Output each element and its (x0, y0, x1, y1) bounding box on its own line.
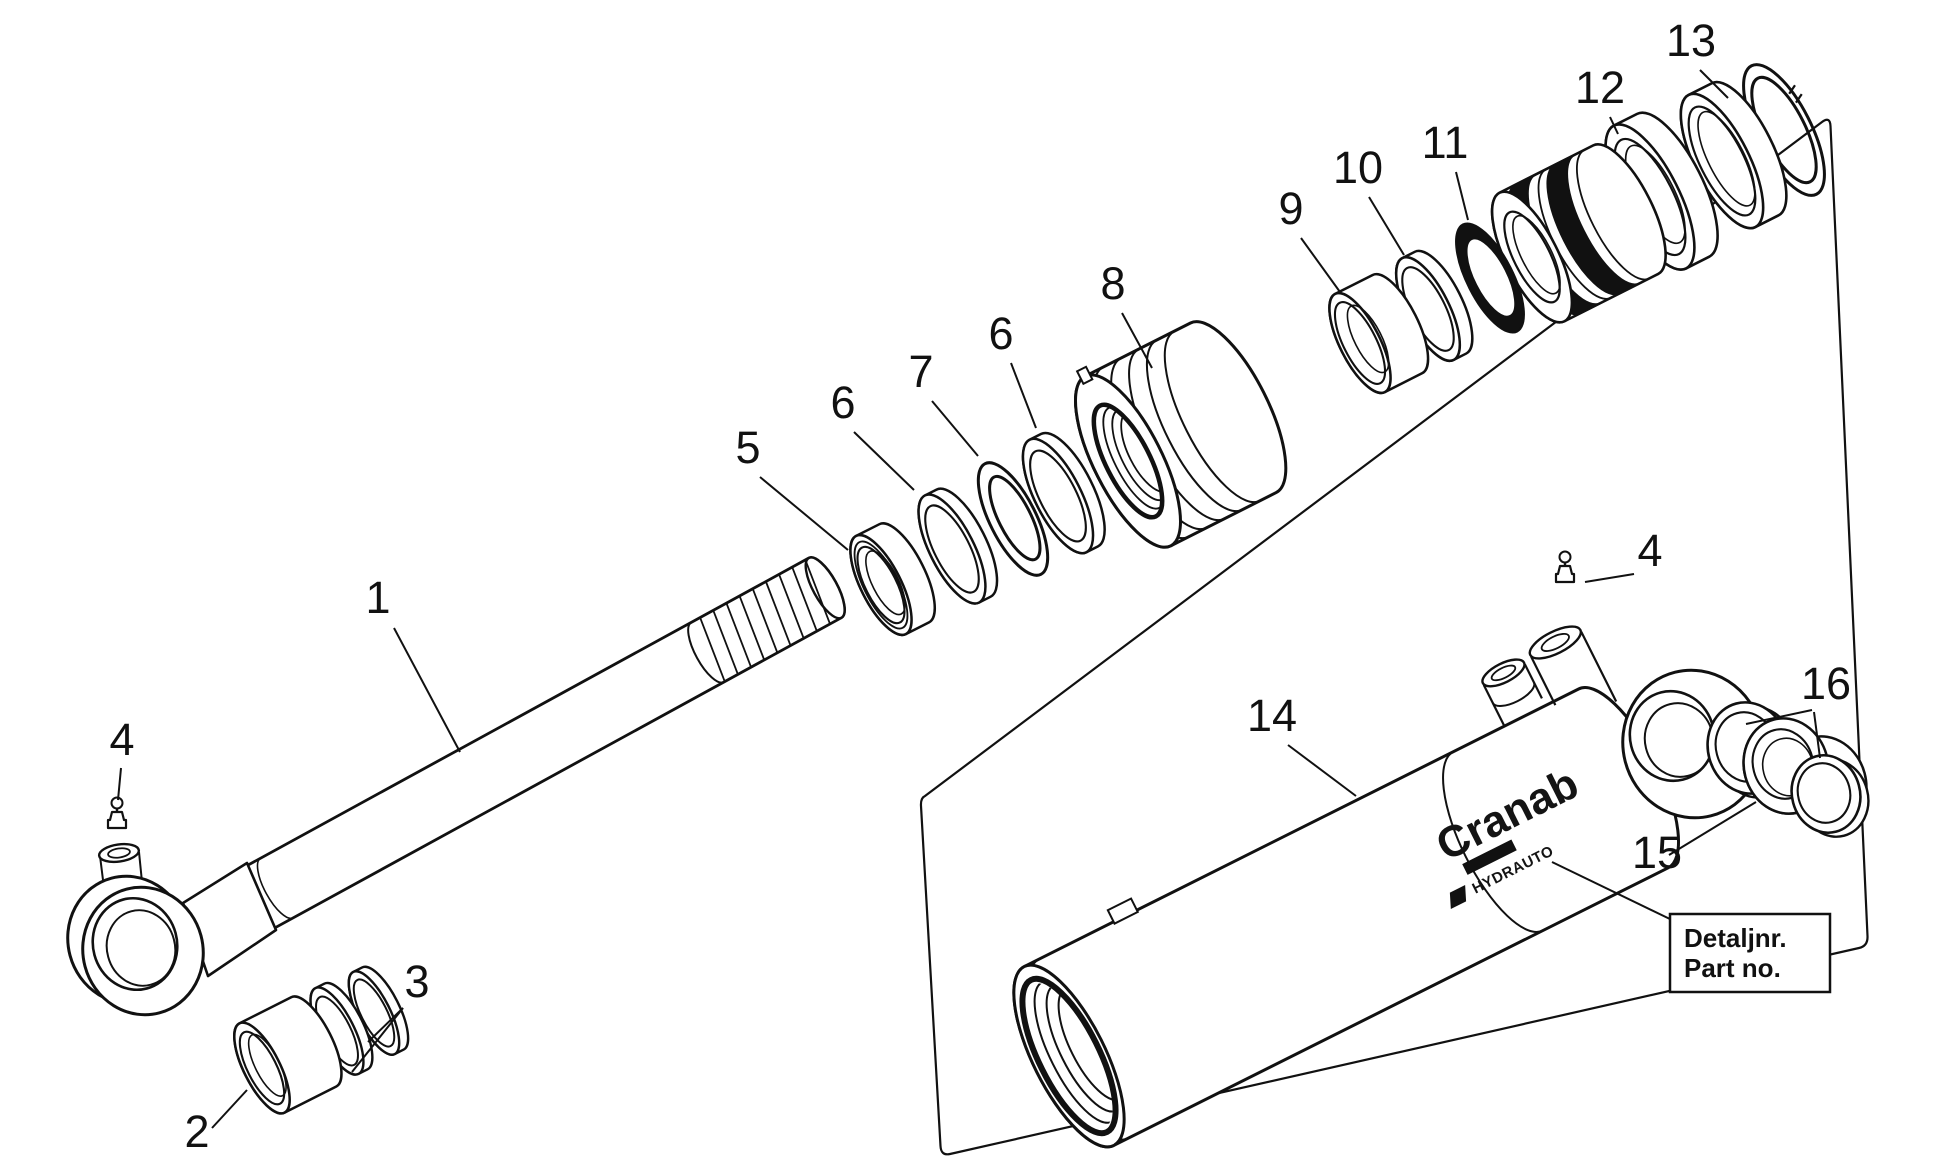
part-10-ring (1394, 249, 1474, 363)
callout-13-label: 13 (1666, 15, 1716, 66)
callout-15-label: 15 (1632, 827, 1682, 878)
leader-line-4-left (117, 767, 122, 801)
leader-line-16a (1745, 709, 1813, 725)
piston-seal-stack (1490, 143, 1667, 324)
callout-7-label: 7 (908, 346, 933, 397)
rod-thread-lines (699, 560, 831, 682)
body-tab (1106, 897, 1140, 925)
part-7-o-ring (976, 461, 1050, 577)
callout-5-label: 5 (735, 422, 760, 473)
part-6-first-ring (917, 487, 999, 605)
callout-2-label: 2 (184, 1106, 209, 1157)
leader-line-1 (393, 627, 461, 753)
leader-line-12 (1609, 116, 1619, 135)
callout-6-first-label: 6 (830, 377, 855, 428)
brand-bar (1462, 839, 1517, 875)
part-16-ring-outer (1790, 754, 1870, 838)
callout-6-second-label: 6 (988, 308, 1013, 359)
callout-16-label: 16 (1801, 658, 1851, 709)
callout-8-label: 8 (1100, 258, 1125, 309)
leader-line-9 (1300, 237, 1341, 293)
leader-line-3b (351, 1007, 404, 1073)
leader-line-6-second (1010, 362, 1037, 429)
callout-12-label: 12 (1575, 62, 1625, 113)
part-9-bushing (1328, 272, 1430, 395)
leader-line-6-first (853, 431, 915, 491)
rod-eye (66, 842, 278, 1017)
callout-3-label: 3 (404, 956, 429, 1007)
callout-4-right-label: 4 (1637, 525, 1662, 576)
part-5-ring (849, 522, 936, 637)
leader-line-3a (367, 1007, 404, 1043)
leader-line-10 (1368, 196, 1405, 256)
leader-line-4-right (1584, 573, 1635, 583)
grease-port-boss (1528, 625, 1618, 706)
callout-1-label: 1 (365, 572, 390, 623)
part-3-ring-outer (347, 965, 410, 1056)
leader-line-5 (759, 476, 849, 551)
part-2-bushing (233, 995, 343, 1115)
leader-line-13 (1699, 69, 1729, 99)
callout-4-left-label: 4 (109, 714, 134, 765)
part-14-cylinder-body: Cranab HYDRAUTO (1012, 625, 1680, 1149)
leader-line-11 (1455, 171, 1469, 221)
callout-14-label: 14 (1247, 690, 1297, 741)
hydrauto-logo-icon (1449, 885, 1467, 909)
leader-line-15 (1668, 801, 1757, 856)
leader-lines (117, 69, 1821, 1129)
part-12-ring (1604, 111, 1719, 271)
callout-11-label: 11 (1422, 117, 1469, 168)
part-8-gland (1074, 320, 1288, 549)
part-number-box: Detaljnr. Part no. (1551, 861, 1832, 994)
grease-nipple-right (1554, 550, 1576, 584)
leader-line-14 (1287, 744, 1357, 797)
callout-9-label: 9 (1278, 183, 1303, 234)
leader-line-8 (1121, 312, 1153, 369)
leader-line-16b (1813, 711, 1821, 759)
part-1-piston-rod (237, 556, 846, 932)
leader-line-box (1551, 861, 1673, 921)
backplate-panel (919, 118, 1869, 1156)
leader-line-7 (931, 400, 979, 457)
hydraulic-port (1481, 658, 1543, 728)
callout-numbers: 1 4 2 3 5 6 7 6 8 9 10 11 12 13 4 14 15 … (109, 15, 1851, 1157)
part-11-seal-ring (1455, 222, 1525, 334)
part-box-line2: Part no. (1684, 953, 1781, 983)
part-box-line1: Detaljnr. (1684, 923, 1787, 953)
leader-line-2 (211, 1089, 248, 1129)
grease-nipple-left (106, 796, 128, 830)
part-6-second-ring (1021, 431, 1106, 555)
callout-10-label: 10 (1333, 142, 1383, 193)
